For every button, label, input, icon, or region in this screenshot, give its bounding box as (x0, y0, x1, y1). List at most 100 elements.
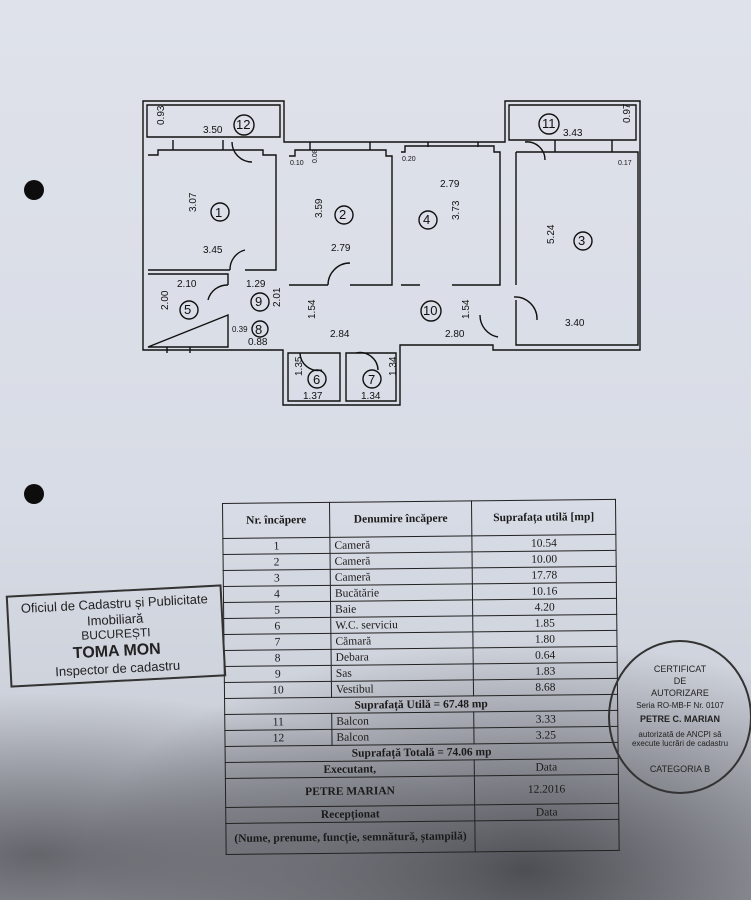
room-area-table: Nr. încăpere Denumire încăpere Suprafața… (222, 499, 620, 855)
dimension: 2.79 (440, 179, 460, 190)
room-number: 9 (255, 294, 262, 309)
column-header: Denumire încăpere (329, 500, 472, 538)
cell-name: Cameră (330, 567, 473, 586)
dimension: 3.50 (203, 125, 223, 136)
floor-plan: 1 3.07 3.45 2 3.59 2.79 3 5.24 3.40 4 2.… (142, 100, 641, 406)
dimension: 0.93 (156, 105, 167, 125)
dimension: 2.00 (160, 290, 171, 310)
cell-name: W.C. serviciu (330, 615, 473, 634)
dimension: 1.37 (303, 391, 323, 402)
dimension: 0.10 (290, 160, 304, 167)
dimension: 0.88 (248, 337, 268, 348)
date-value: 12.2016 (474, 774, 619, 805)
cell-area: 3.33 (473, 710, 618, 728)
executant-name: PETRE MARIAN (225, 775, 475, 808)
binder-hole (24, 484, 44, 504)
cell-name: Baie (330, 599, 473, 618)
stamp-text: AUTORIZARE (651, 688, 709, 698)
cell-area: 17.78 (472, 566, 617, 584)
cell-area: 8.68 (473, 678, 618, 696)
room-number: 4 (423, 212, 430, 227)
cell-name: Balcon (331, 727, 475, 746)
cell-nr: 4 (223, 585, 331, 603)
dimension: 1.29 (246, 279, 266, 290)
signature-note: (Nume, prenume, funcție, semnătură, ștam… (225, 820, 476, 855)
table-header-row: Nr. încăpere Denumire încăpere Suprafața… (222, 499, 616, 539)
cell-area: 4.20 (472, 598, 617, 616)
room-number: 7 (368, 372, 375, 387)
cell-area: 10.54 (471, 534, 617, 552)
stamp-text: DE (673, 676, 687, 686)
dimension: 0.20 (402, 156, 416, 163)
cell-name: Vestibul (331, 679, 474, 698)
cell-area: 1.85 (472, 614, 617, 632)
dimension: 3.40 (565, 318, 585, 329)
stamp-holder-name: PETRE C. MARIAN (639, 714, 720, 724)
cell-nr: 3 (223, 569, 331, 587)
binder-hole (24, 180, 44, 200)
room-number: 3 (578, 233, 585, 248)
dimension: 1.34 (361, 391, 381, 402)
dimension: 3.59 (314, 198, 325, 218)
authorization-stamp: CERTIFICAT DE AUTORIZARE Seria RO-MB-F N… (608, 640, 751, 794)
cell-name: Cameră (330, 551, 473, 570)
room-number: 2 (339, 207, 346, 222)
column-header: Nr. încăpere (222, 502, 330, 539)
cell-name: Sas (331, 663, 474, 682)
room-number: 11 (542, 116, 556, 131)
dimension: 2.79 (331, 243, 351, 254)
dimension: 2.80 (445, 329, 465, 340)
cell-area: 3.25 (473, 726, 619, 744)
stamp-text: CATEGORIA B (649, 764, 711, 774)
dimension: 3.07 (188, 192, 199, 212)
cell-nr: 9 (224, 665, 332, 683)
dimension: 1.35 (294, 356, 305, 376)
dimension: 1.54 (461, 299, 472, 319)
cell-nr: 6 (223, 617, 331, 635)
date-label: Data (474, 758, 619, 776)
column-header: Suprafața utilă [mp] (471, 499, 616, 536)
room-number: 10 (423, 303, 437, 318)
cell-name: Balcon (331, 711, 474, 730)
cell-area: 1.83 (473, 662, 618, 680)
cell-nr: 5 (223, 601, 331, 619)
room-number: 1 (215, 205, 222, 220)
room-number: 6 (313, 372, 320, 387)
cell-name: Cămară (330, 631, 474, 650)
dimension: 0.97 (622, 103, 633, 123)
room-number: 8 (255, 322, 262, 337)
dimension: 3.45 (203, 245, 223, 256)
stamp-text: CERTIFICAT (653, 664, 707, 674)
dimension: 0.08 (312, 149, 319, 163)
cell-area: 10.00 (472, 550, 617, 568)
dimension: 3.73 (451, 200, 462, 220)
dimension: 5.24 (546, 224, 557, 244)
dimension: 0.17 (618, 160, 632, 167)
dimension: 2.10 (177, 279, 197, 290)
dimension: 0.39 (232, 325, 248, 334)
cell-name: Bucătărie (330, 583, 473, 602)
dimension: 2.84 (330, 329, 350, 340)
cell-nr: 1 (222, 537, 331, 555)
dimension: 2.01 (272, 287, 283, 307)
stamp-text: Seria RO-MB-F Nr. 0107 (636, 701, 724, 710)
date-label: Data (474, 803, 619, 821)
cell-area: 0.64 (473, 646, 618, 664)
cell-nr: 8 (224, 649, 332, 667)
room-number: 12 (236, 117, 250, 132)
cell-nr: 10 (224, 681, 332, 699)
dimension: 1.34 (388, 356, 399, 376)
cell-nr: 7 (223, 633, 332, 651)
office-stamp: Oficiul de Cadastru și Publicitate Imobi… (5, 584, 227, 688)
cell-area: 1.80 (472, 630, 618, 648)
cell-area: 10.16 (472, 582, 617, 600)
cell-nr: 12 (224, 729, 333, 747)
cell-name: Debara (331, 647, 474, 666)
cell-name: Cameră (329, 535, 473, 554)
cell-nr: 2 (223, 553, 331, 571)
stamp-arc-text: autorizată de ANCPI să execute lucrări d… (631, 730, 729, 748)
dimension: 3.43 (563, 128, 583, 139)
room-number: 5 (184, 302, 191, 317)
dimension: 1.54 (307, 299, 318, 319)
cell-nr: 11 (224, 713, 332, 731)
